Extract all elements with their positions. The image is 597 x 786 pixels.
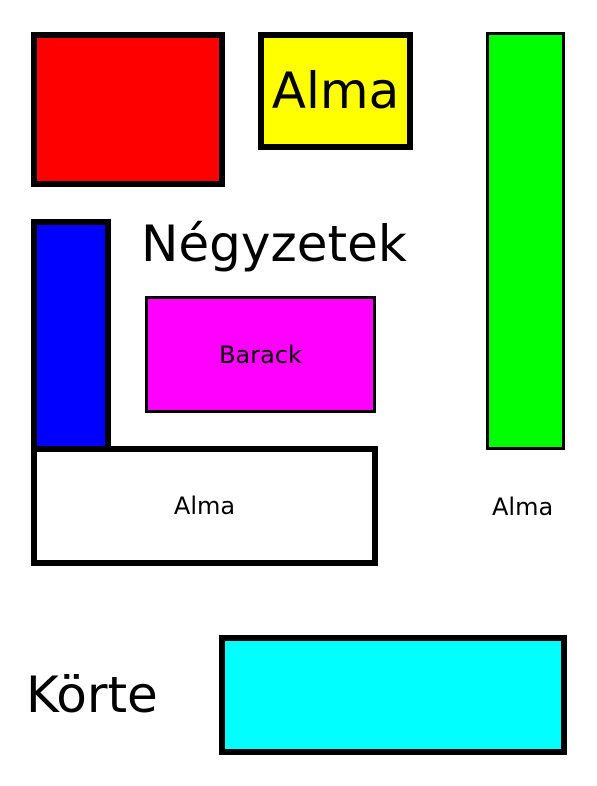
cyan-box xyxy=(219,635,567,755)
side-label: Alma xyxy=(492,493,554,521)
blue-box xyxy=(31,219,111,452)
yellow-box: Alma xyxy=(258,32,413,150)
white-box-label: Alma xyxy=(173,492,236,520)
magenta-box-label: Barack xyxy=(219,340,302,369)
white-box: Alma xyxy=(31,446,378,566)
magenta-box: Barack xyxy=(145,296,376,413)
korte-label: Körte xyxy=(26,666,158,724)
title-label: Négyzetek xyxy=(141,215,407,273)
green-box xyxy=(486,32,565,450)
yellow-box-label: Alma xyxy=(271,62,400,120)
red-box xyxy=(31,32,225,187)
